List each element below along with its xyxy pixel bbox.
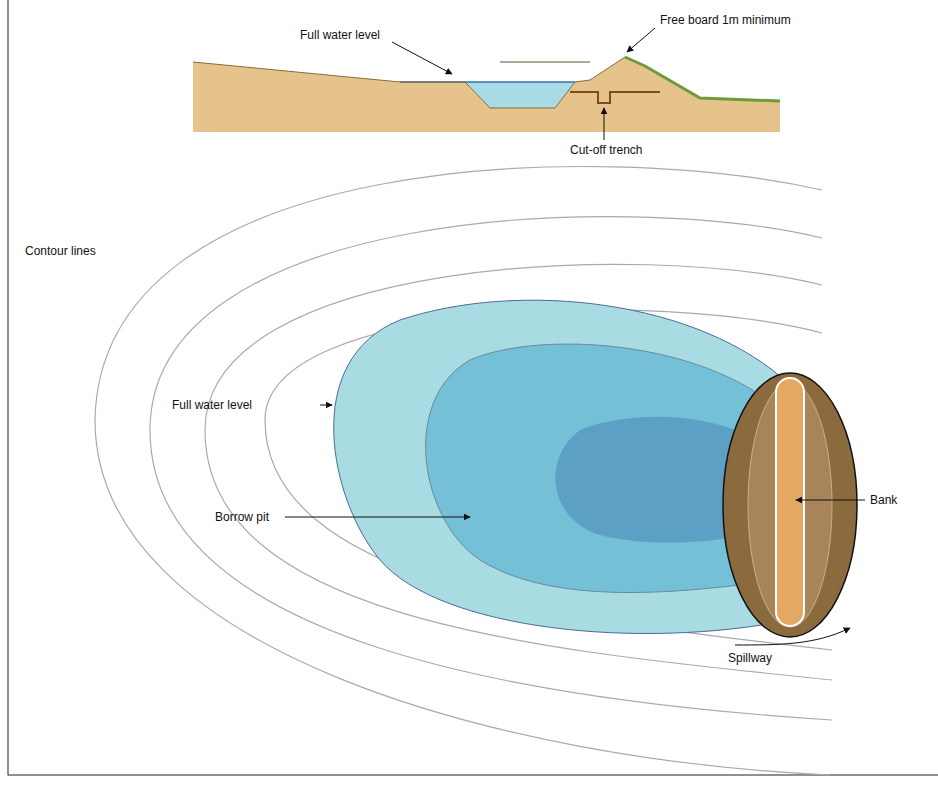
cross-section (193, 28, 780, 140)
part-label: Bank (870, 493, 897, 507)
freeboard-label: Free board 1m minimum (660, 13, 791, 27)
water-level-label: Full water level (172, 398, 252, 412)
trench-label: Cut-off trench (570, 143, 642, 157)
frame (8, 0, 938, 775)
water-level-label: Full water level (300, 28, 380, 42)
spillway-label: Spillway (728, 651, 772, 665)
contour-lines (95, 166, 832, 775)
part-label: Borrow pit (215, 510, 269, 524)
bank (723, 373, 857, 637)
contour-label: Contour lines (25, 244, 96, 258)
full-water-area (334, 300, 790, 633)
